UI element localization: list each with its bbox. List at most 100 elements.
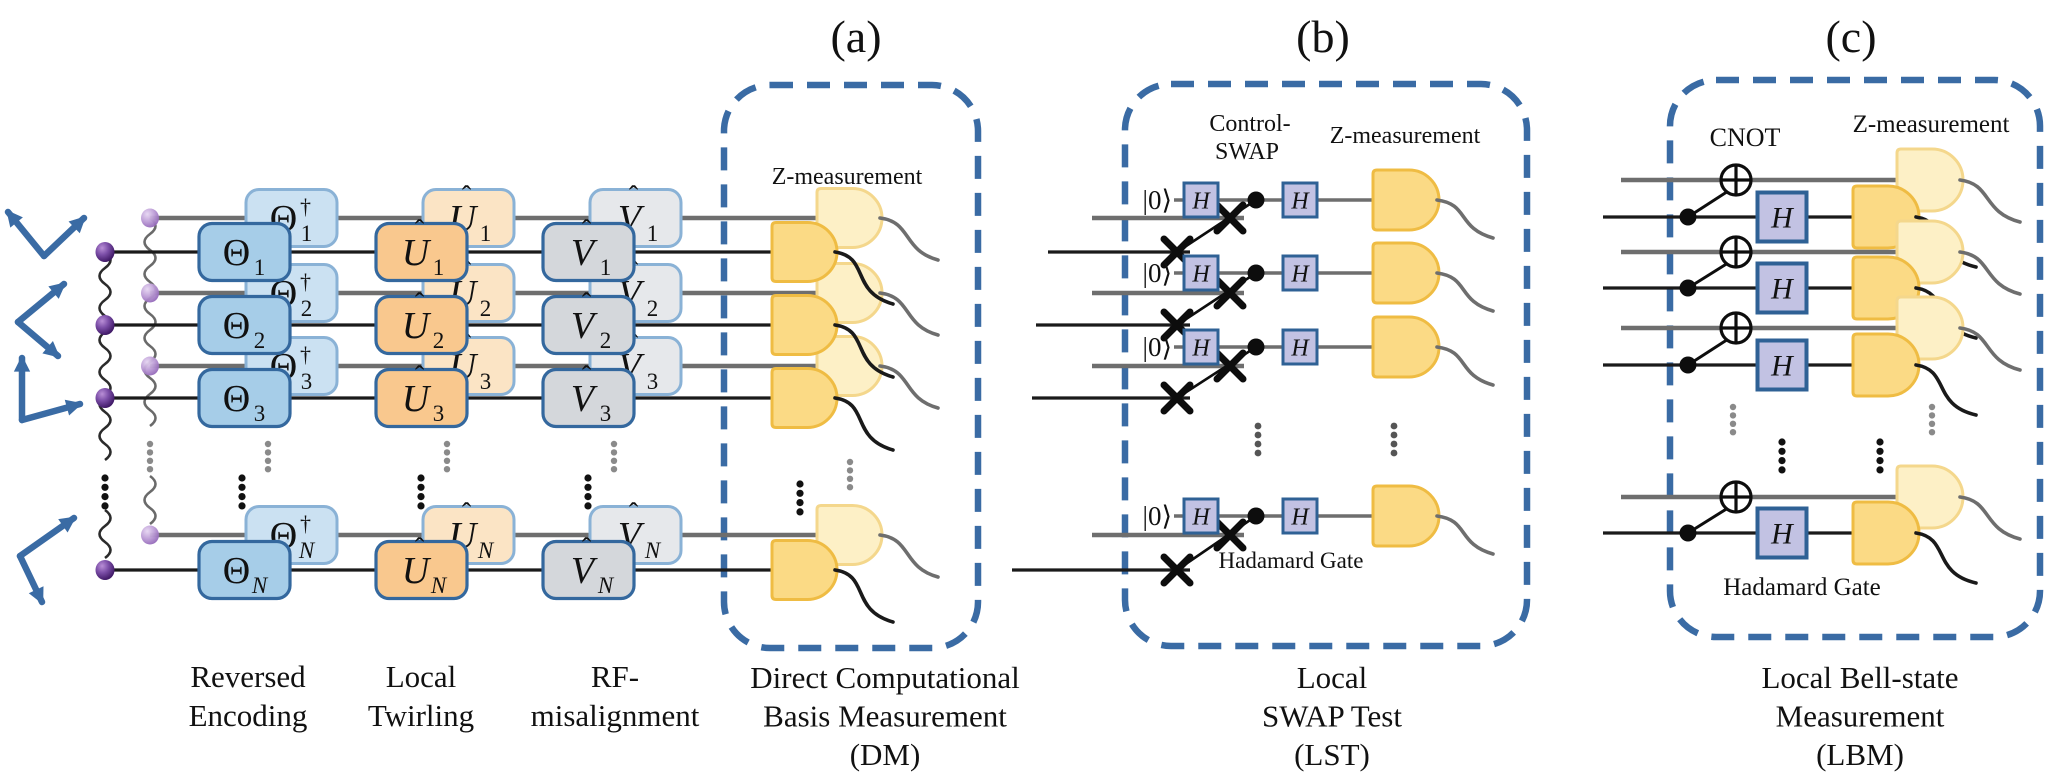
hat-accent: ˆ	[582, 361, 592, 392]
control-dot	[1679, 208, 1697, 226]
ellipsis-dot	[443, 466, 451, 473]
gate-subscript: N	[477, 538, 495, 563]
hadamard-letter: H	[1770, 350, 1795, 383]
ellipsis-dot	[1928, 412, 1936, 419]
hadamard-gate-box: H	[1182, 328, 1220, 366]
control-dot	[1247, 338, 1265, 356]
hat-accent: ˆ	[629, 498, 639, 529]
ellipsis-dot	[101, 502, 109, 510]
ellipsis-dot	[584, 502, 592, 510]
ellipsis-dot	[238, 493, 246, 501]
ellipsis-dot	[1928, 429, 1936, 436]
ellipsis-dot	[417, 502, 425, 510]
ellipsis-dot	[264, 449, 272, 456]
gate-letter: V	[571, 232, 598, 274]
ellipsis-dot	[796, 489, 804, 497]
ellipsis-dot	[796, 480, 804, 488]
ellipsis-dot	[1729, 420, 1737, 427]
ellipsis-dot	[443, 449, 451, 456]
ellipsis-dot	[1928, 403, 1936, 411]
b-control-swap-title: Control-	[1209, 111, 1290, 137]
control-dot	[1679, 279, 1697, 297]
ellipsis-dot	[1876, 438, 1884, 446]
readout-wire	[878, 533, 940, 579]
ellipsis-dot	[846, 458, 854, 466]
hadamard-gate-box: H	[1182, 497, 1220, 535]
hadamard-gate-box: H	[1182, 254, 1220, 292]
hadamard-letter: H	[1770, 273, 1795, 306]
z-detector-back	[1895, 295, 1965, 361]
ellipsis-dot	[417, 483, 425, 491]
direction-arrow	[16, 552, 46, 606]
readout-wire	[833, 250, 895, 306]
dark-qubit-sphere	[95, 315, 115, 335]
hadamard-letter: H	[1290, 504, 1310, 530]
ellipsis-dot	[846, 484, 854, 491]
gate-subscript: 2	[254, 328, 266, 353]
ellipsis-dot	[1876, 447, 1884, 455]
gate-subscript: 1	[301, 221, 313, 246]
gate-subscript: 2	[301, 296, 313, 321]
dagger-mark: †	[300, 194, 311, 219]
gate-subscript: N	[644, 538, 662, 563]
ellipsis-dot	[1390, 431, 1398, 439]
gate-subscript: 2	[433, 328, 445, 353]
panel-c-label: (c)	[1825, 11, 1876, 62]
ellipsis-dot	[238, 502, 246, 510]
ellipsis-dot	[146, 457, 154, 464]
ellipsis-dot	[610, 457, 618, 464]
z-detector	[1371, 168, 1441, 232]
readout-wire	[833, 396, 895, 452]
swap-cross	[1160, 553, 1194, 587]
direction-arrow	[14, 318, 62, 360]
z-detector-back	[1895, 219, 1965, 285]
readout-wire	[1914, 531, 1978, 585]
ellipsis-dot	[238, 474, 246, 482]
ellipsis-dot	[846, 475, 854, 482]
dark-qubit-sphere	[95, 388, 115, 408]
swap-cross	[1213, 349, 1247, 383]
ellipsis-dot	[238, 483, 246, 491]
ellipsis-dot	[1778, 466, 1786, 474]
readout-wire	[1435, 271, 1495, 313]
readout-wire	[1958, 178, 2022, 224]
gate-subscript: 1	[600, 255, 612, 280]
panel-b-label: (b)	[1296, 11, 1350, 62]
readout-wire	[878, 364, 940, 410]
gate-subscript: 2	[600, 328, 612, 353]
ket-zero-label: |0⟩	[1143, 332, 1172, 362]
hadamard-letter: H	[1191, 335, 1211, 361]
column-caption: Reversed	[190, 659, 306, 694]
hat-accent: ˆ	[462, 181, 472, 212]
ellipsis-dot	[1778, 438, 1786, 446]
ellipsis-dot	[610, 440, 618, 448]
ellipsis-dot	[1390, 449, 1398, 457]
gate-subscript: N	[597, 573, 615, 598]
control-dot	[1679, 524, 1697, 542]
front-detectors	[770, 221, 839, 601]
gate-subscript: 1	[433, 255, 445, 280]
ellipsis-dot	[101, 474, 109, 482]
z-detector-front	[770, 367, 839, 429]
ellipsis-dot	[1876, 466, 1884, 474]
ellipsis-dot	[146, 466, 154, 473]
hadamard-letter: H	[1191, 188, 1211, 214]
ellipsis-dot	[417, 493, 425, 501]
ellipsis-dot	[264, 457, 272, 464]
panel-a-caption: (DM)	[850, 737, 921, 772]
dark-qubit-sphere	[95, 560, 115, 580]
z-detector-front	[1851, 500, 1921, 566]
ellipsis-dot	[610, 449, 618, 456]
panel-b-caption: (LST)	[1294, 737, 1370, 772]
gate-letter: V	[571, 550, 598, 592]
light-qubit-sphere	[141, 283, 159, 303]
gate-letter: Θ	[223, 305, 250, 347]
z-detector	[1371, 484, 1441, 548]
hadamard-gate-box: H	[1755, 338, 1809, 392]
